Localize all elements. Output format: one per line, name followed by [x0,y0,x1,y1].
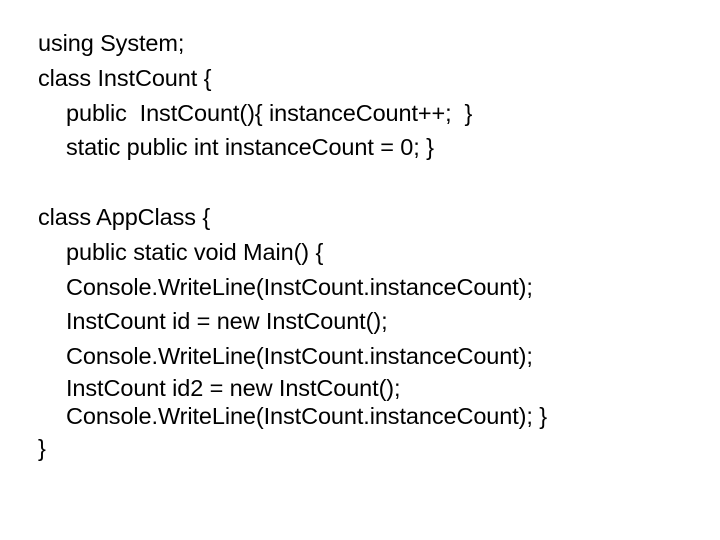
code-line: static public int instanceCount = 0; } [66,134,434,161]
code-line: Console.WriteLine(InstCount.instanceCoun… [66,403,547,430]
code-line-blank [38,165,688,200]
code-line: public static void Main() { [66,238,324,265]
code-line: using System; [38,30,185,56]
code-line: public InstCount(){ instanceCount++; } [66,99,473,126]
code-line: class InstCount { [38,64,212,91]
code-line: Console.WriteLine(InstCount.instanceCoun… [66,273,533,300]
code-line: InstCount id = new InstCount(); [66,308,388,335]
code-line: class AppClass { [38,203,211,230]
code-line: Console.WriteLine(InstCount.instanceCoun… [66,343,533,370]
code-listing: using System; class InstCount { public Ins… [38,26,688,466]
code-line: InstCount id2 = new InstCount(); [66,374,401,401]
code-line: } [38,434,46,461]
